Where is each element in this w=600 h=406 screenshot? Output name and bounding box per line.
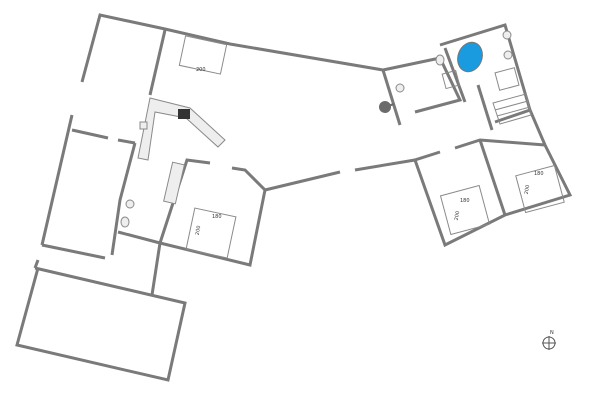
svg-text:180: 180 — [212, 214, 222, 220]
bed-right-2: 180 200 — [515, 164, 565, 214]
svg-text:200: 200 — [524, 184, 532, 194]
svg-text:N: N — [550, 330, 554, 336]
fireplace-stove — [379, 101, 395, 113]
bed-top: 200 — [178, 35, 228, 75]
bed-center: 180 200 — [185, 207, 237, 259]
compass-icon: N — [542, 330, 556, 350]
svg-text:180: 180 — [460, 198, 470, 204]
svg-text:200: 200 — [196, 67, 206, 73]
svg-text:180: 180 — [534, 171, 544, 177]
svg-text:200: 200 — [195, 225, 203, 235]
bed-right-1: 180 200 — [439, 184, 491, 236]
stairs — [492, 93, 532, 125]
svg-text:200: 200 — [454, 211, 462, 221]
cooktop-icon — [178, 109, 190, 119]
bathroom-fixtures — [120, 30, 520, 228]
pool — [457, 41, 483, 73]
kitchen-counter — [137, 97, 226, 161]
walls — [15, 13, 573, 382]
